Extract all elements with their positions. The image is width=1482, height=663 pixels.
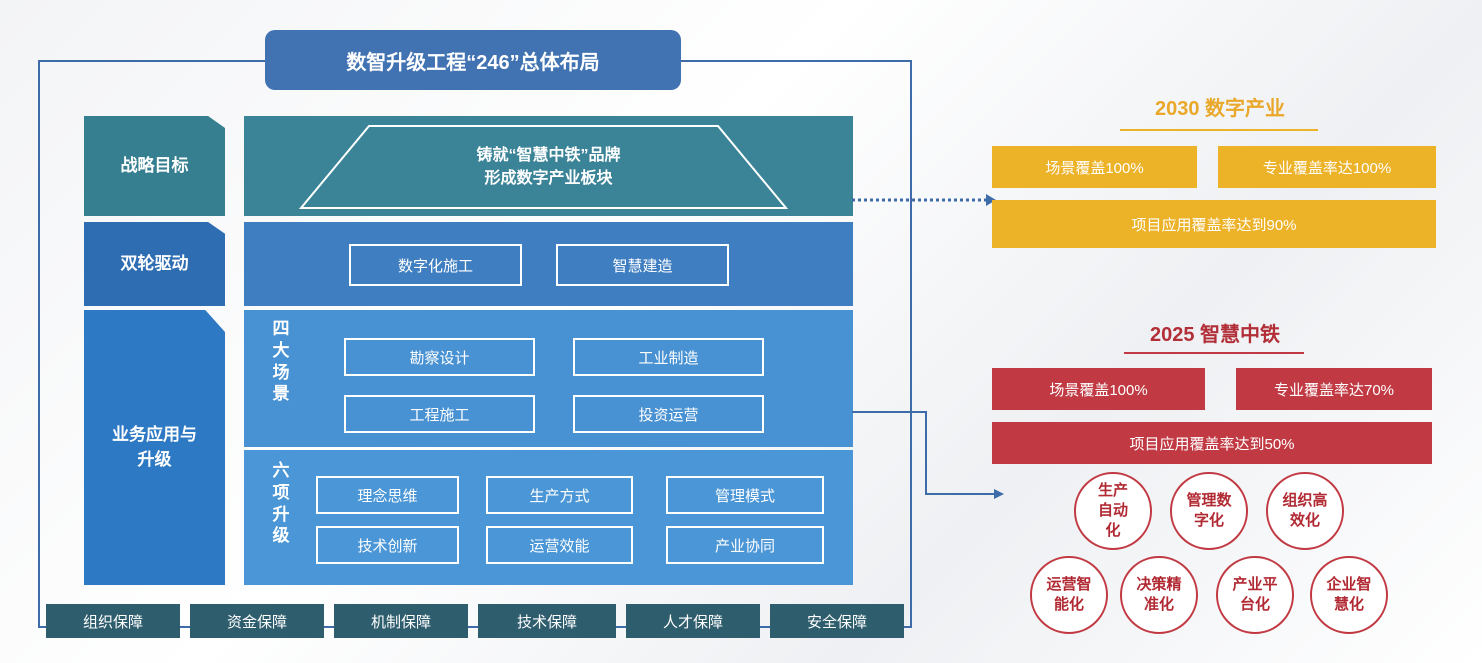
heading-2025: 2025 智慧中铁: [1149, 324, 1281, 346]
circle-industry-platform: 产业平台化: [1216, 556, 1294, 634]
footer-safety-support: 安全保障: [770, 604, 904, 638]
upgrade-production-mode: 生产方式: [486, 476, 633, 514]
footer-fund-support: 资金保障: [190, 604, 324, 638]
circle-text: 运营智能化: [1046, 575, 1092, 613]
side-label-strategic-goal: 战略目标: [84, 116, 225, 216]
footer-mechanism-support: 机制保障: [334, 604, 468, 638]
goal-line-2: 形成数字产业板块: [484, 170, 613, 188]
circle-text: 生产自动化: [1097, 481, 1128, 540]
drive-item-smart-building: 智慧建造: [556, 244, 729, 286]
four-scenes-label: 四大场景: [272, 319, 290, 404]
six-upgrades-label: 六项升级: [272, 461, 290, 546]
circle-management-digital: 管理数字化: [1170, 472, 1248, 550]
goal-text: 铸就“智慧中铁”品牌 形成数字产业板块: [244, 144, 853, 190]
circle-text: 组织高效化: [1282, 491, 1328, 529]
goal-2025-scene-coverage: 场景覆盖100%: [992, 368, 1205, 410]
band-dual-drive: 数字化施工 智慧建造: [244, 222, 853, 306]
goal-2030-project-coverage: 项目应用覆盖率达到90%: [992, 200, 1436, 248]
side-label-business-text: 业务应用与升级: [112, 424, 197, 469]
page-title: 数智升级工程“246”总体布局: [265, 30, 681, 90]
goal-line-1: 铸就“智慧中铁”品牌: [476, 147, 621, 164]
footer-org-support: 组织保障: [46, 604, 180, 638]
circle-enterprise-smart: 企业智慧化: [1310, 556, 1388, 634]
circle-text: 管理数字化: [1186, 491, 1232, 529]
scene-investment-operation: 投资运营: [573, 395, 764, 433]
goal-2030-discipline-coverage: 专业覆盖率达100%: [1218, 146, 1436, 188]
footer-talent-support: 人才保障: [626, 604, 760, 638]
upgrade-management-mode: 管理模式: [666, 476, 824, 514]
goal-2025-project-coverage: 项目应用覆盖率达到50%: [992, 422, 1432, 464]
band-strategic-goal: 铸就“智慧中铁”品牌 形成数字产业板块: [244, 116, 853, 216]
side-label-dual-drive: 双轮驱动: [84, 222, 225, 306]
circle-text: 产业平台化: [1232, 575, 1278, 613]
circle-decision-precision: 决策精准化: [1120, 556, 1198, 634]
trapezoid-shape: [298, 125, 789, 209]
goal-2030-scene-coverage: 场景覆盖100%: [992, 146, 1197, 188]
circle-text: 企业智慧化: [1326, 575, 1372, 613]
circle-operation-intelligence: 运营智能化: [1030, 556, 1108, 634]
circle-production-automation: 生产自动化: [1074, 472, 1152, 550]
scene-survey-design: 勘察设计: [344, 338, 535, 376]
band-six-upgrades: 六项升级 理念思维 生产方式 管理模式 技术创新 运营效能 产业协同: [244, 450, 853, 585]
footer-tech-support: 技术保障: [478, 604, 616, 638]
goal-2025-discipline-coverage: 专业覆盖率达70%: [1236, 368, 1432, 410]
circle-text: 决策精准化: [1136, 575, 1182, 613]
band-four-scenes: 四大场景 勘察设计 工业制造 工程施工 投资运营: [244, 310, 853, 447]
upgrade-philosophy: 理念思维: [316, 476, 459, 514]
upgrade-operation-efficiency: 运营效能: [486, 526, 633, 564]
scene-engineering-construction: 工程施工: [344, 395, 535, 433]
circle-org-efficiency: 组织高效化: [1266, 472, 1344, 550]
side-label-business: 业务应用与升级: [84, 310, 225, 585]
upgrade-industry-collab: 产业协同: [666, 526, 824, 564]
scene-industrial-manufacturing: 工业制造: [573, 338, 764, 376]
drive-item-digital-construction: 数字化施工: [349, 244, 522, 286]
heading-2030: 2030 数字产业: [1154, 98, 1286, 120]
upgrade-tech-innovation: 技术创新: [316, 526, 459, 564]
